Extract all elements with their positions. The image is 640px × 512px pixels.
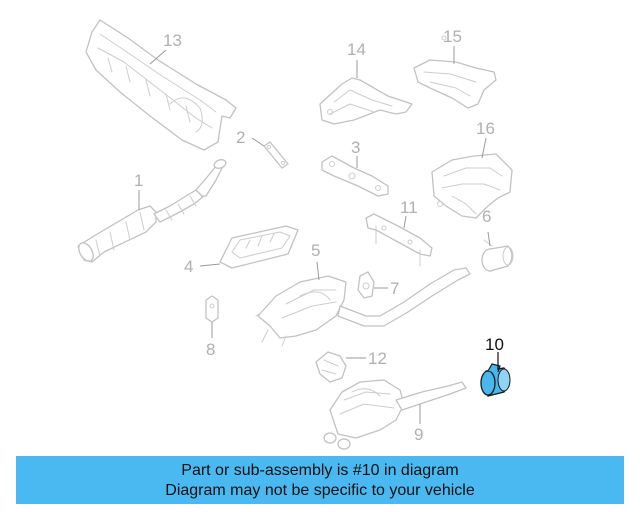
info-banner: Part or sub-assembly is #10 in diagram D… xyxy=(16,456,624,504)
callout-2[interactable]: 2 xyxy=(236,128,245,147)
callout-6[interactable]: 6 xyxy=(482,207,491,226)
banner-line-1: Part or sub-assembly is #10 in diagram xyxy=(181,462,459,479)
part-1-front-pipe-catalytic-converter[interactable] xyxy=(76,158,227,263)
part-14-bracket[interactable] xyxy=(319,77,413,125)
part-7-rubber-hanger[interactable] xyxy=(357,271,375,299)
part-10-clamp-highlighted[interactable] xyxy=(480,363,511,397)
leader-11 xyxy=(403,215,407,229)
part-8-rubber-mount[interactable] xyxy=(205,295,219,323)
part-5-center-muffler-pipe[interactable] xyxy=(255,267,471,347)
callout-7[interactable]: 7 xyxy=(390,279,399,298)
leader-4 xyxy=(199,263,221,267)
part-6-clamp[interactable] xyxy=(481,239,514,272)
part-15-heat-shield[interactable] xyxy=(413,35,497,109)
callout-14[interactable]: 14 xyxy=(347,40,366,59)
callout-16[interactable]: 16 xyxy=(476,119,495,138)
part-16-heat-shield[interactable] xyxy=(431,153,513,219)
callout-5[interactable]: 5 xyxy=(311,241,320,260)
callout-10[interactable]: 10 xyxy=(485,335,504,354)
exhaust-parts-diagram: 13 2 14 15 3 16 xyxy=(76,19,514,450)
leader-2 xyxy=(251,137,265,147)
part-13-heat-shield[interactable] xyxy=(85,19,237,151)
callout-12[interactable]: 12 xyxy=(368,349,387,368)
callout-1[interactable]: 1 xyxy=(134,171,143,190)
callout-4[interactable]: 4 xyxy=(184,257,193,276)
callout-15[interactable]: 15 xyxy=(443,27,462,46)
callout-13[interactable]: 13 xyxy=(163,31,182,50)
part-2-gasket[interactable] xyxy=(263,141,289,169)
callout-11[interactable]: 11 xyxy=(400,198,418,217)
leader-16 xyxy=(481,137,487,159)
leader-13 xyxy=(149,49,167,65)
banner-line-2: Diagram may not be specific to your vehi… xyxy=(165,482,475,499)
callout-8[interactable]: 8 xyxy=(206,340,215,359)
part-3-hanger-bracket[interactable] xyxy=(321,155,389,197)
callout-9[interactable]: 9 xyxy=(414,425,423,444)
leader-6 xyxy=(487,231,491,247)
part-9-rear-muffler[interactable] xyxy=(323,379,467,450)
part-4-flange-gasket[interactable] xyxy=(219,225,299,269)
leader-5 xyxy=(316,261,320,281)
part-11-hanger-rail[interactable] xyxy=(365,213,433,267)
callout-3[interactable]: 3 xyxy=(351,138,360,157)
part-12-bracket[interactable] xyxy=(315,351,347,383)
